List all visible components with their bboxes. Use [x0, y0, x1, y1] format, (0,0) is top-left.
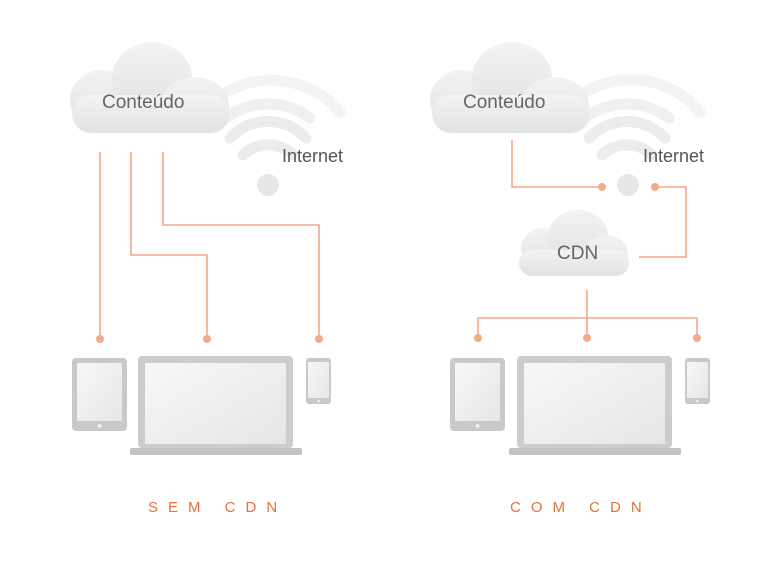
node-dot: [693, 334, 701, 342]
line-internet-to-cdn: [639, 186, 687, 258]
caption-sem-cdn: SEM CDN: [148, 499, 287, 516]
cdn-cloud-icon: [519, 210, 629, 276]
cloud-icon: [430, 42, 590, 133]
internet-label: Internet: [643, 146, 704, 166]
node-dot: [651, 183, 659, 191]
wifi-icon: [568, 74, 706, 196]
laptop-icon: [509, 356, 681, 455]
node-dot: [474, 334, 482, 342]
line-to-phone: [162, 152, 320, 338]
cdn-label: CDN: [557, 243, 598, 264]
connection-lines: [96, 152, 323, 343]
laptop-icon: [130, 356, 302, 455]
node-dot: [96, 335, 104, 343]
caption-com-cdn: COM CDN: [510, 499, 652, 516]
tablet-icon: [450, 358, 505, 431]
phone-icon: [306, 358, 331, 404]
tablet-icon: [72, 358, 127, 431]
cloud-label: Conteúdo: [463, 92, 545, 113]
node-dot: [583, 334, 591, 342]
cloud-label: Conteúdo: [102, 92, 184, 113]
line-cdn-to-devices: [477, 290, 698, 338]
connection-lines: [474, 140, 701, 342]
panel-com-cdn: Internet Conteúdo CDN: [430, 42, 710, 516]
panel-sem-cdn: Internet Conteúdo: [70, 42, 346, 516]
phone-icon: [685, 358, 710, 404]
node-dot: [203, 335, 211, 343]
wifi-icon: [209, 74, 346, 196]
line-content-to-internet: [511, 140, 600, 188]
cloud-icon: [70, 42, 230, 133]
line-to-laptop: [130, 152, 208, 338]
node-dot: [315, 335, 323, 343]
internet-label: Internet: [282, 146, 343, 166]
node-dot: [598, 183, 606, 191]
